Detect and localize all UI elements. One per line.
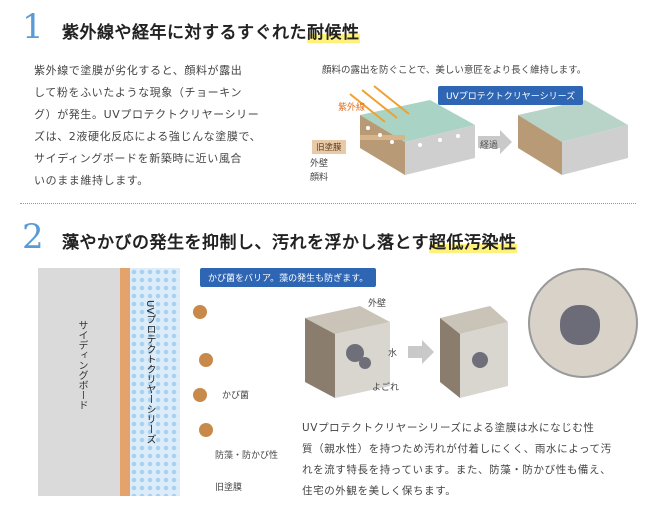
- desc-line: ズは、2液硬化反応による強じんな塗膜で、: [34, 130, 262, 143]
- desc-line: グ）が発生。UVプロテクトクリヤーシリー: [34, 108, 260, 121]
- mold-spores: [193, 305, 213, 437]
- desc-line: いのまま維持します。: [34, 174, 149, 187]
- clean-arrow: [408, 340, 434, 364]
- section2-title: 藻やかびの発生を抑制し、汚れを浮かし落とす超低汚染性: [62, 228, 517, 253]
- product-vertical-label: UVプロテクトクリヤーシリーズ: [144, 300, 155, 445]
- desc-line: 住宅の外観を美しく保ちます。: [302, 485, 457, 497]
- uv-arrows: [349, 85, 410, 123]
- section-divider: [20, 203, 636, 204]
- old-film-label: 旧塗膜: [312, 140, 346, 154]
- dirt-illustration: [305, 306, 508, 398]
- product-label: UVプロテクトクリヤーシリーズ: [438, 86, 584, 105]
- section2-title-highlight: 超低汚染性: [429, 233, 517, 253]
- desc-line: サイディングボードを新築時に近い風合: [34, 152, 243, 165]
- antimold-label: 防藻・防かび性: [215, 451, 279, 461]
- aged-wall-block: [518, 100, 628, 175]
- mold-label: かび菌: [222, 391, 250, 401]
- section1-title: 紫外線や経年に対するすぐれた耐候性: [62, 18, 360, 43]
- section1-caption: 顔料の露出を防ぐことで、美しい意匠をより長く維持します。: [322, 65, 587, 76]
- mold-callout: かび菌をバリア。藻の発生も防ぎます。: [200, 268, 377, 287]
- desc-line: れを流す特長を持っています。また、防藻・防かび性も備え、: [302, 464, 612, 476]
- wall-label-2: 外壁: [368, 299, 387, 309]
- section2-title-plain: 藻やかびの発生を抑制し、汚れを浮かし落とす: [62, 233, 429, 253]
- wall-label: 外壁: [310, 159, 329, 169]
- pigment-label: 顔料: [310, 173, 329, 183]
- section2-number: 2: [22, 217, 44, 257]
- siding-board: [38, 268, 120, 496]
- desc-line: 紫外線で塗膜が劣化すると、顔料が露出: [34, 64, 243, 77]
- section2-description: UVプロテクトクリヤーシリーズによる塗膜は水になじむ性 質（親水性）を持つため汚…: [302, 418, 642, 502]
- uv-protect-layer: [130, 268, 180, 496]
- clean-wall-block: [440, 306, 508, 398]
- section1-description: 紫外線で塗膜が劣化すると、顔料が露出 して粉をふいたような現象（チョーキン グ）…: [34, 60, 284, 192]
- dirty-wall-block: [305, 306, 390, 398]
- water-label: 水: [388, 349, 398, 359]
- uv-label: 紫外線: [338, 103, 366, 113]
- desc-line: して粉をふいたような現象（チョーキン: [34, 86, 243, 99]
- coated-wall-block: [360, 100, 475, 175]
- desc-line: UVプロテクトクリヤーシリーズによる塗膜は水になじむ性: [302, 422, 595, 434]
- mold-icon: [193, 305, 213, 437]
- desc-line: 質（親水性）を持つため汚れが付着しにくく、雨水によって汚: [302, 443, 612, 455]
- section1-number: 1: [22, 7, 44, 47]
- old-film-layer: [120, 268, 130, 496]
- section1-title-highlight: 耐候性: [307, 23, 360, 43]
- dirt-label: よごれ: [372, 383, 400, 393]
- magnified-view: [528, 268, 638, 378]
- old-film-label-2: 旧塗膜: [215, 483, 243, 493]
- section1-title-plain: 紫外線や経年に対するすぐれた: [62, 23, 307, 43]
- weathering-illustration: [349, 85, 628, 175]
- elapsed-arrow: [478, 130, 512, 154]
- elapsed-label: 経過: [480, 141, 499, 151]
- siding-label: サイディングボード: [76, 320, 87, 410]
- dirt-blob: [560, 305, 600, 345]
